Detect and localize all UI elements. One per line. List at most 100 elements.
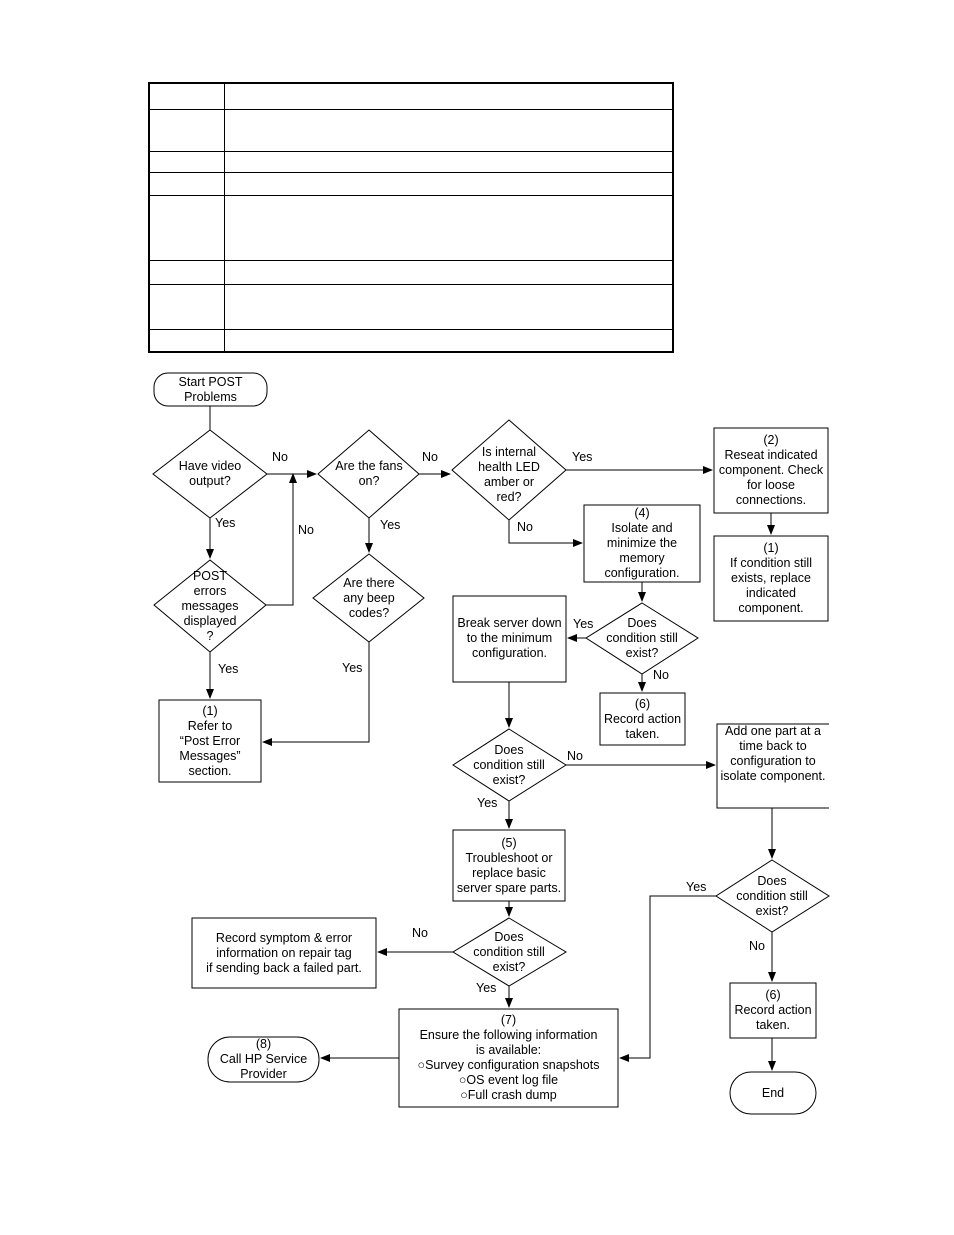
- node-text-line: output?: [189, 474, 231, 488]
- table-cell: [148, 259, 225, 285]
- node-text-line: for loose: [747, 478, 795, 492]
- node-text-line: condition still: [473, 757, 545, 772]
- node-text-line: (2): [763, 433, 779, 447]
- node-text-line: Are there: [343, 575, 395, 590]
- node-text-line: Refer to: [187, 718, 233, 733]
- node-text-line: is available:: [475, 1043, 542, 1057]
- node-text-line: (8): [255, 1036, 272, 1051]
- node-text-line: information on repair tag: [216, 945, 352, 960]
- table-cell: [224, 108, 674, 153]
- node-text-line: minimize the: [606, 536, 678, 550]
- node-text-line: server spare parts.: [456, 880, 562, 895]
- add-part-box: [716, 723, 829, 809]
- node-text-line: amber or: [483, 475, 535, 489]
- table-row: [148, 195, 674, 261]
- edge-label-cond2-yes: Yes: [477, 796, 498, 810]
- edge-label-beep-yes: Yes: [342, 661, 363, 675]
- node-text-line: Isolate and: [611, 521, 673, 535]
- node-text-line: if sending back a failed part.: [206, 960, 362, 975]
- edge-label-fans-no: No: [422, 450, 438, 464]
- node-text-line: Does: [757, 873, 787, 888]
- table-row: [148, 259, 674, 285]
- node-text-line: any beep: [343, 590, 395, 605]
- node-text-line: indicated: [745, 586, 797, 600]
- table-row: [148, 283, 674, 331]
- node-text-line: connections.: [735, 493, 807, 507]
- table-cell: [224, 283, 674, 331]
- edge-label-video-no: No: [272, 450, 288, 464]
- record1-box: [599, 692, 686, 746]
- edge-label-cond1-yes: Yes: [573, 617, 594, 631]
- node-text-line: taken.: [755, 1018, 791, 1032]
- node-text-line: Reseat indicated: [724, 448, 818, 462]
- table-row: [148, 82, 674, 110]
- node-text-line: exist?: [625, 645, 659, 660]
- node-text-line: POST: [192, 568, 228, 583]
- node-text-line: component. Check: [718, 463, 824, 477]
- node-text-line: Does: [494, 742, 524, 757]
- refer-box: [158, 699, 262, 783]
- node-text-line: “Post Error: [179, 733, 241, 748]
- node-text-line: condition still: [606, 630, 678, 645]
- record2-box: [729, 982, 817, 1039]
- node-text-line: taken.: [625, 726, 660, 741]
- node-text-line: End: [761, 1085, 785, 1100]
- node-text-line: Start POST: [178, 374, 243, 389]
- node-text-line: Provider: [240, 1066, 287, 1081]
- table-row: [148, 108, 674, 153]
- node-text-line: Does: [494, 929, 524, 944]
- node-text-line: ?: [206, 628, 214, 643]
- node-text-line: Ensure the following information: [419, 1028, 598, 1042]
- node-text-line: exist?: [492, 772, 526, 787]
- node-text-line: exists, replace: [731, 571, 811, 585]
- node-text-line: Does: [627, 615, 657, 630]
- node-text-line: exist?: [492, 959, 526, 974]
- record-symptom-box: [191, 917, 377, 989]
- replace-comp-box: [713, 535, 829, 622]
- node-text-line: red?: [496, 490, 522, 504]
- node-text-line: If condition still: [730, 556, 812, 570]
- node-text-line: replace basic: [472, 865, 546, 880]
- node-text-line: Record symptom & error: [215, 930, 353, 945]
- node-text-line: to the minimum: [466, 631, 553, 645]
- node-text-line: time back to: [739, 739, 807, 753]
- call-hp-terminator: [207, 1036, 320, 1083]
- edge-label-fans-yes: Yes: [380, 518, 401, 532]
- node-text-line: section.: [188, 763, 232, 778]
- node-text-line: condition still: [736, 888, 808, 903]
- edge-label-post-no: No: [298, 523, 314, 537]
- node-text-line: Troubleshoot or: [465, 850, 553, 865]
- edge-label-post-yes: Yes: [218, 662, 239, 676]
- node-text-line: codes?: [348, 605, 390, 620]
- node-text-line: exist?: [755, 903, 789, 918]
- node-text-line: ○Full crash dump: [460, 1088, 557, 1102]
- node-text-line: isolate component.: [720, 769, 826, 783]
- node-text-line: ○OS event log file: [458, 1073, 559, 1087]
- table-row: [148, 150, 674, 174]
- node-text-line: Add one part at a: [725, 724, 821, 738]
- edge-label-cond4-yes: Yes: [686, 880, 707, 894]
- node-text-line: Record action: [734, 1003, 812, 1017]
- end-terminator: [729, 1071, 817, 1115]
- node-text-line: Have video: [178, 459, 242, 473]
- node-text-line: Record action: [603, 711, 682, 726]
- node-text-line: memory: [619, 551, 665, 565]
- table-cell: [148, 195, 225, 261]
